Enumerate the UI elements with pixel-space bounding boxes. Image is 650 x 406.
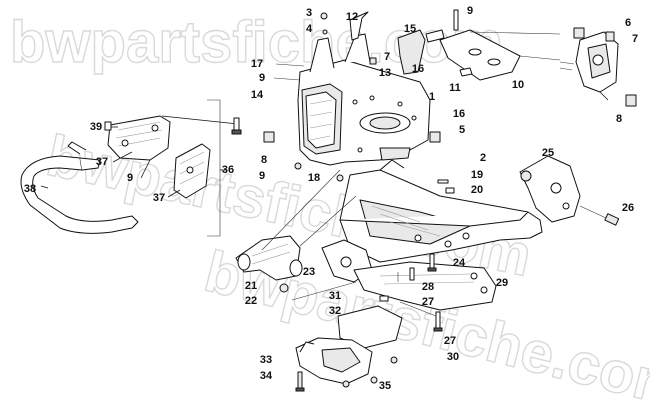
callout-13: 13	[379, 67, 391, 79]
callout-11: 11	[449, 82, 461, 94]
callout-8: 8	[616, 113, 622, 125]
callout-17: 17	[251, 58, 263, 70]
callout-1: 1	[429, 91, 435, 103]
front-frame-part	[339, 159, 543, 263]
bracket-12-part	[349, 11, 369, 41]
leader-lines	[40, 115, 239, 198]
side-plate-part	[519, 155, 581, 223]
callout-14: 14	[251, 89, 264, 101]
callout-37: 37	[153, 192, 165, 204]
callout-22: 22	[245, 295, 257, 307]
skid-plate-part	[353, 261, 497, 311]
fastener-small	[104, 117, 242, 135]
front-bulkhead-part	[297, 33, 431, 166]
dashed-guides	[261, 169, 437, 317]
callout-18: 18	[308, 172, 320, 184]
callout-10: 10	[512, 79, 524, 91]
callout-32: 32	[329, 305, 341, 317]
callout-21: 21	[245, 280, 257, 292]
callout-26: 26	[622, 202, 634, 214]
callout-7: 7	[384, 51, 390, 63]
callout-8: 8	[261, 154, 267, 166]
callout-16: 16	[412, 63, 424, 75]
callout-25: 25	[542, 147, 554, 159]
callout-9: 9	[259, 72, 265, 84]
callout-23: 23	[303, 266, 315, 278]
callout-15: 15	[404, 23, 416, 35]
callout-7: 7	[632, 33, 638, 45]
callout-19: 19	[471, 169, 483, 181]
guard-33-part	[295, 337, 373, 385]
bumper-bracket-lower	[173, 143, 211, 199]
callout-34: 34	[260, 370, 273, 382]
bumper-bracket-upper	[107, 115, 171, 161]
callout-24: 24	[453, 257, 466, 269]
guard-32-part	[337, 305, 403, 349]
callout-9: 9	[127, 172, 133, 184]
callout-9: 9	[259, 170, 265, 182]
callout-27: 27	[422, 296, 434, 308]
callout-16: 16	[453, 108, 465, 120]
callout-37: 37	[96, 156, 108, 168]
callout-6: 6	[625, 17, 631, 29]
spindle-bracket-part	[235, 235, 303, 281]
callout-27: 27	[444, 335, 456, 347]
bolt-26-part	[579, 205, 620, 226]
callout-28: 28	[422, 281, 434, 293]
callout-30: 30	[447, 351, 459, 363]
bolts	[263, 9, 459, 392]
callout-20: 20	[471, 184, 483, 196]
callout-12: 12	[346, 11, 358, 23]
clip-15-part	[425, 29, 445, 43]
callout-33: 33	[260, 354, 272, 366]
callout-39: 39	[90, 121, 102, 133]
front-bumper-part	[20, 141, 139, 234]
callout-31: 31	[329, 290, 341, 302]
callout-38: 38	[24, 183, 36, 195]
mounting-plate-part	[439, 29, 561, 81]
callout-35: 35	[379, 380, 391, 392]
group-bracket	[207, 99, 221, 237]
callout-5: 5	[459, 124, 465, 136]
steering-bracket-part	[559, 27, 637, 107]
callout-4: 4	[306, 23, 313, 35]
callout-29: 29	[496, 277, 508, 289]
callout-36: 36	[222, 164, 234, 176]
callout-9: 9	[467, 5, 473, 17]
callout-3: 3	[306, 7, 312, 19]
callout-2: 2	[480, 152, 486, 164]
cover-15-part	[397, 29, 426, 75]
